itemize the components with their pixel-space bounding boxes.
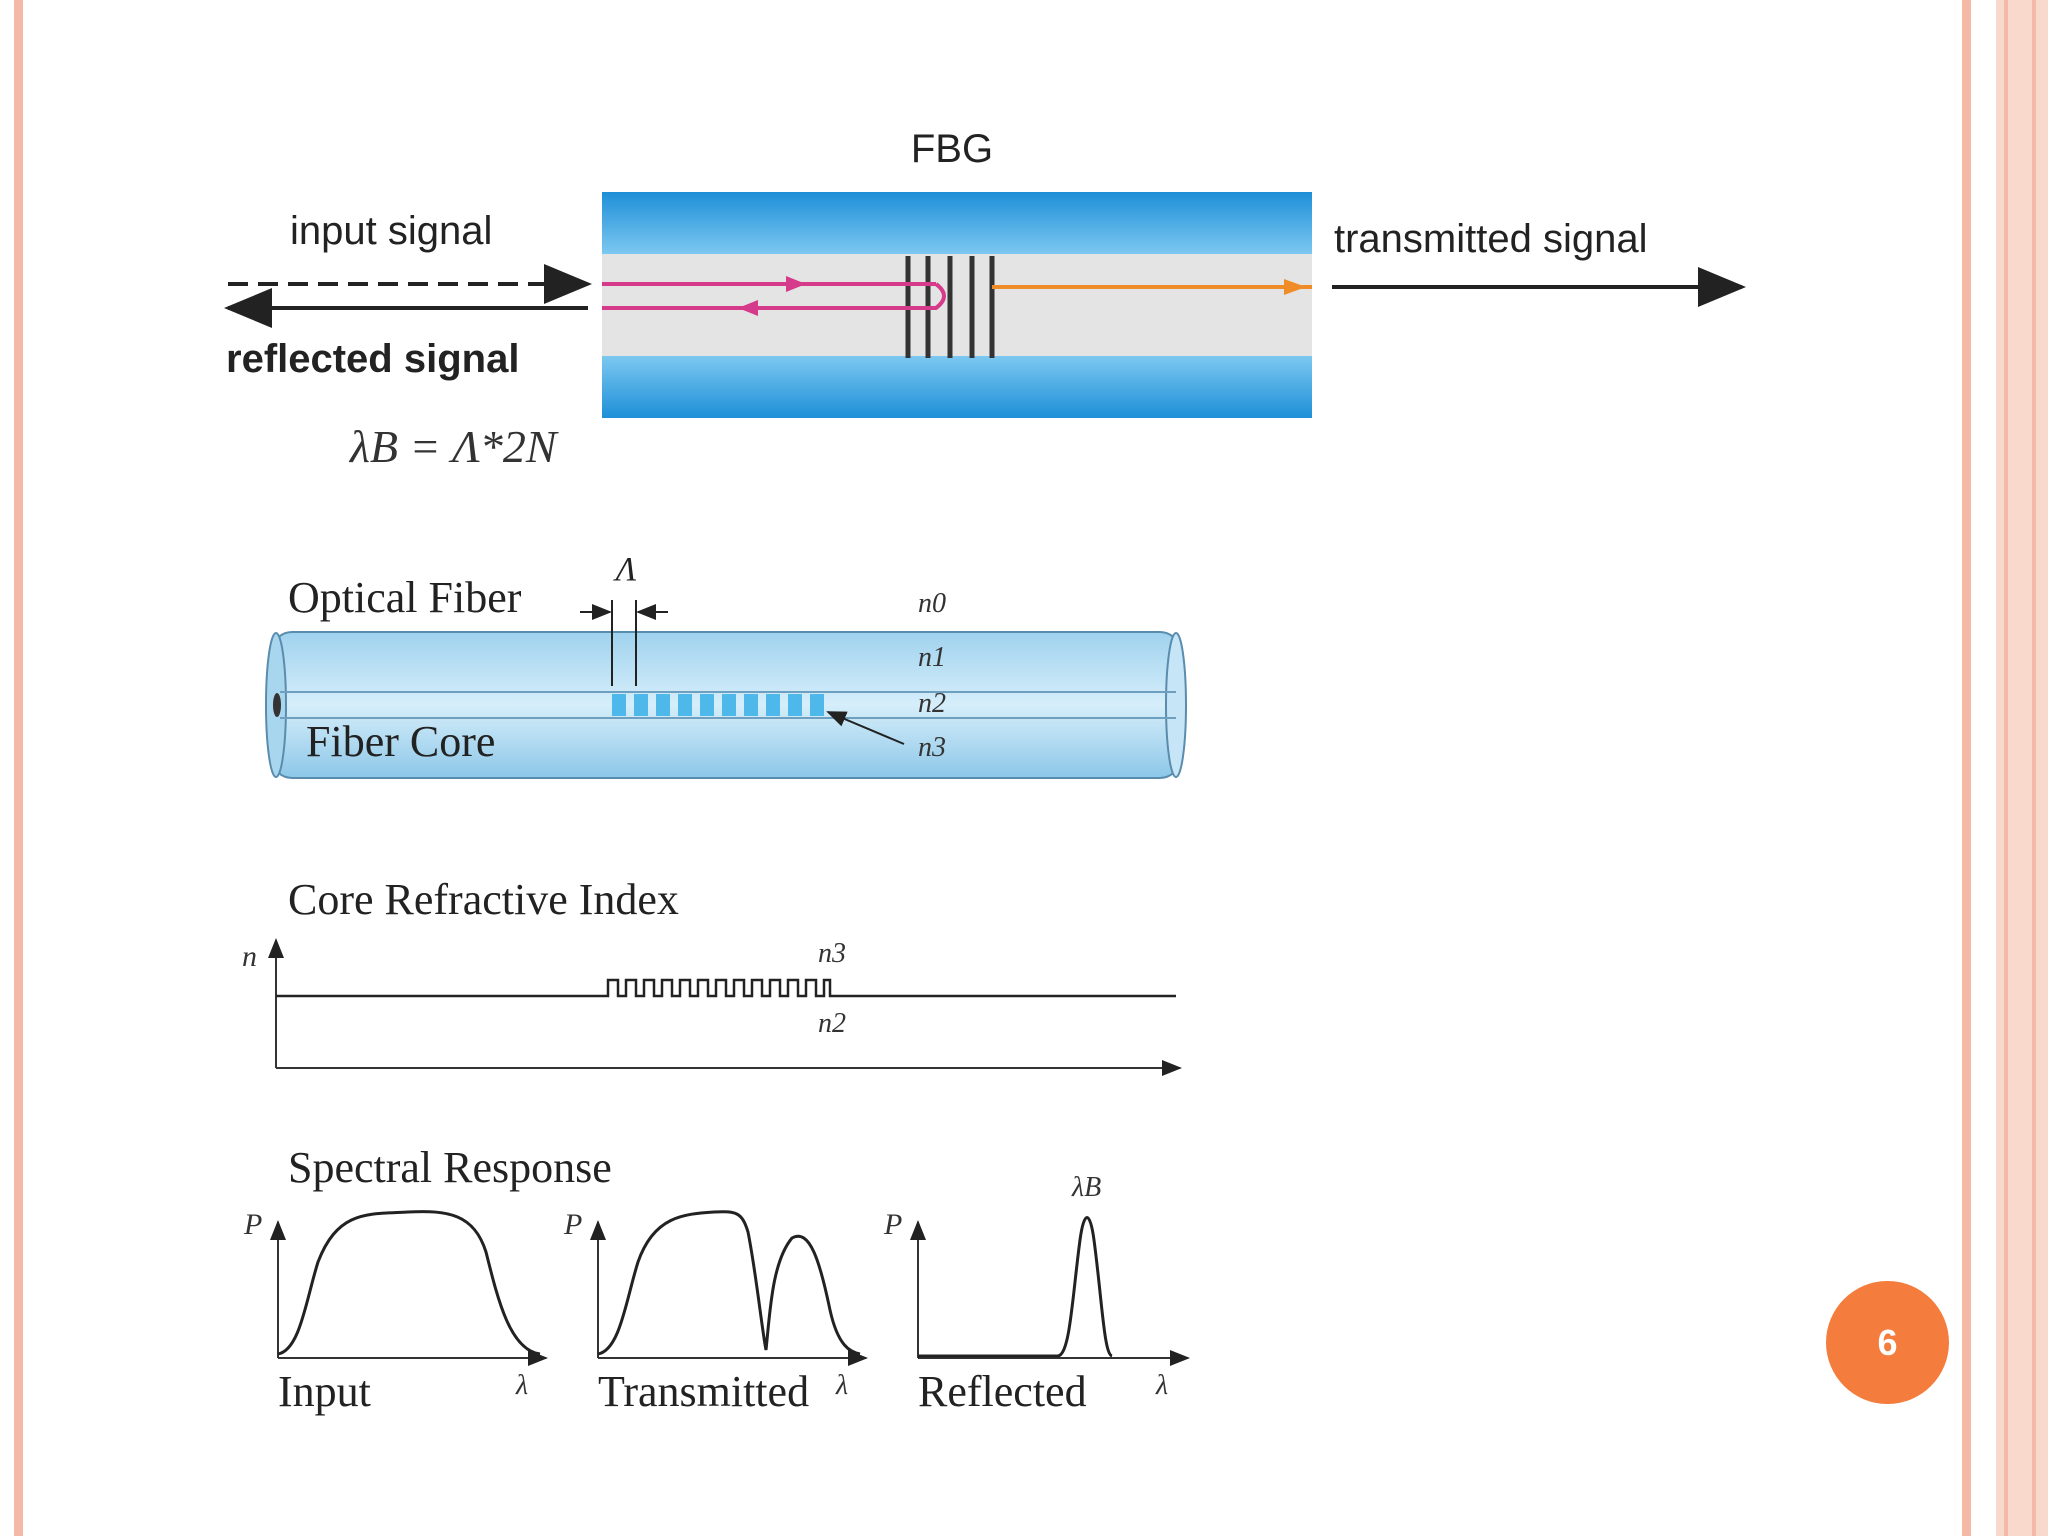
input-signal-label: input signal <box>290 209 492 253</box>
refractive-index-y-label: n <box>242 940 257 973</box>
index-label-n2: n2 <box>918 688 946 719</box>
fiber-core-label: Fiber Core <box>306 717 495 766</box>
refractive-index-profile <box>276 978 1176 998</box>
period-marker <box>580 600 668 686</box>
input-spectrum-curve <box>277 1210 541 1356</box>
optical-fiber-title: Optical Fiber <box>288 573 522 622</box>
reflected-ray <box>602 282 946 316</box>
reflected-peak-label: λB <box>1071 1172 1101 1203</box>
refractive-index-title: Core Refractive Index <box>288 875 679 924</box>
input-panel-label: Input <box>278 1367 371 1416</box>
reflected-y-label: P <box>883 1208 902 1241</box>
input-y-label: P <box>243 1208 262 1241</box>
input-ray <box>602 276 936 292</box>
index-label-n3: n3 <box>918 732 946 763</box>
index-label-n1: n1 <box>918 642 946 673</box>
reflected-spectrum-curve <box>918 1216 1113 1358</box>
fbg-title: FBG <box>911 127 993 171</box>
transmitted-ray <box>992 279 1312 295</box>
transmitted-y-label: P <box>563 1208 582 1241</box>
spectral-panel-transmitted: P λ Transmitted <box>563 1208 868 1416</box>
refractive-index-axes <box>268 938 1182 1076</box>
transmitted-spectrum-curve <box>597 1210 861 1356</box>
frame-left-border <box>14 0 23 1536</box>
frame-right-stripe-outer <box>2032 0 2036 1536</box>
input-x-label: λ <box>515 1370 528 1401</box>
reflected-signal-label: reflected signal <box>226 337 519 381</box>
page-number: 6 <box>1877 1321 1898 1363</box>
spectral-panel-reflected: λB P λ Reflected <box>883 1172 1190 1416</box>
transmitted-x-label: λ <box>835 1370 848 1401</box>
transmitted-signal-label: transmitted signal <box>1334 217 1647 261</box>
frame-right-stripe <box>2004 0 2008 1536</box>
n3-pointer <box>826 711 905 745</box>
page-number-badge: 6 <box>1826 1281 1949 1404</box>
spectral-panel-input: P λ Input <box>243 1208 548 1416</box>
refractive-index-upper-label: n3 <box>818 938 846 969</box>
fiber-grating-blocks <box>612 694 824 716</box>
refractive-index-lower-label: n2 <box>818 1008 846 1039</box>
transmitted-panel-label: Transmitted <box>598 1367 809 1416</box>
bragg-equation: λB = Λ*2N <box>348 421 559 472</box>
fbg-fiber <box>602 192 1312 418</box>
reflected-x-label: λ <box>1155 1370 1168 1401</box>
period-label: Λ <box>613 551 637 588</box>
reflected-panel-label: Reflected <box>918 1367 1087 1416</box>
spectral-response-title: Spectral Response <box>288 1143 612 1192</box>
index-label-n0: n0 <box>918 588 946 619</box>
frame-right-border <box>1962 0 1971 1536</box>
